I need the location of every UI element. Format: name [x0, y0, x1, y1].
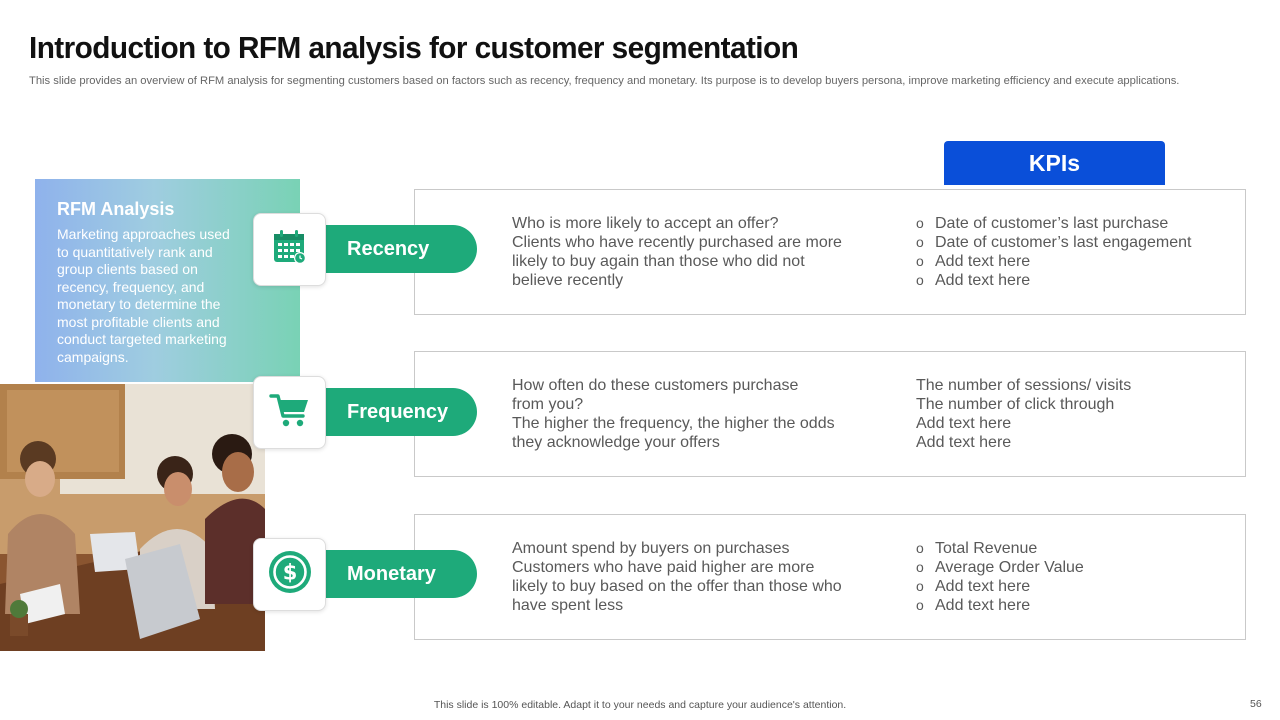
recency-description-line: likely to buy again than those who did n…: [512, 253, 805, 270]
kpi-item: Add text here: [916, 596, 1236, 615]
kpi-item: Add text here: [916, 577, 1236, 596]
monetary-description-line: likely to buy based on the offer than th…: [512, 578, 842, 595]
svg-text:$: $: [282, 561, 297, 585]
kpi-item: The number of sessions/ visits: [916, 377, 1132, 394]
kpi-item: Date of customer’s last purchase: [916, 214, 1236, 233]
recency-description-line: believe recently: [512, 272, 624, 289]
recency-icon-box: [253, 213, 326, 286]
frequency-description-line: they acknowledge your offers: [512, 434, 720, 451]
rfm-analysis-text: Marketing approaches used to quantitativ…: [57, 226, 230, 365]
slide-title: Introduction to RFM analysis for custome…: [29, 30, 799, 65]
kpi-item: Date of customer’s last engagement: [916, 233, 1236, 252]
monetary-description-line: have spent less: [512, 597, 624, 614]
calendar-icon: [273, 229, 307, 270]
dollar-coin-icon: $: [268, 550, 312, 599]
kpi-item: Add text here: [916, 252, 1236, 271]
frequency-description-line: from you?: [512, 396, 584, 413]
recency-label-pill: Recency: [326, 225, 477, 273]
kpi-item: Add text here: [916, 271, 1236, 290]
monetary-label-pill: Monetary: [326, 550, 477, 598]
kpi-item: Average Order Value: [916, 558, 1236, 577]
recency-row-box: [414, 189, 1246, 315]
kpi-item: The number of click through: [916, 396, 1115, 413]
frequency-label-pill: Frequency: [326, 388, 477, 436]
recency-kpi-list: Date of customer’s last purchase Date of…: [916, 214, 1236, 290]
team-meeting-photo: [0, 384, 265, 651]
slide-subtitle: This slide provides an overview of RFM a…: [29, 75, 1180, 87]
slide-footer: This slide is 100% editable. Adapt it to…: [433, 699, 847, 711]
recency-description: Who is more likely to accept an offer? C…: [512, 214, 872, 290]
kpi-item: Add text here: [916, 415, 1012, 432]
frequency-description-line: The higher the frequency, the higher the…: [512, 415, 835, 432]
recency-description-line: Who is more likely to accept an offer?: [512, 215, 779, 232]
frequency-row-box: [414, 351, 1246, 477]
recency-description-line: Clients who have recently purchased are …: [512, 234, 842, 251]
shopping-cart-icon: [268, 391, 311, 434]
monetary-description-line: Customers who have paid higher are more: [512, 559, 815, 576]
rfm-analysis-title: RFM Analysis: [57, 199, 175, 219]
page-number: 56: [1250, 698, 1262, 710]
kpi-header-tab: KPIs: [944, 141, 1165, 185]
frequency-icon-box: [253, 376, 326, 449]
monetary-kpi-list: Total Revenue Average Order Value Add te…: [916, 539, 1236, 615]
monetary-description: Amount spend by buyers on purchases Cust…: [512, 539, 872, 615]
frequency-description: How often do these customers purchase fr…: [512, 376, 872, 452]
frequency-kpi-list: The number of sessions/ visits The numbe…: [916, 376, 1236, 452]
kpi-item: Add text here: [916, 434, 1012, 451]
monetary-icon-box: $: [253, 538, 326, 611]
monetary-description-line: Amount spend by buyers on purchases: [512, 540, 790, 557]
kpi-item: Total Revenue: [916, 539, 1236, 558]
frequency-description-line: How often do these customers purchase: [512, 377, 799, 394]
